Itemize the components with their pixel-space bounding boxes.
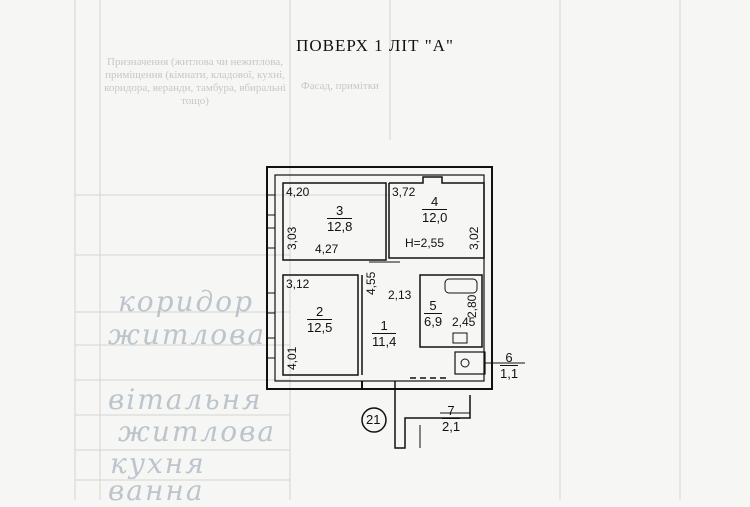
dim-room1-side: 2,13 — [388, 288, 412, 302]
handwritten-entry: вітальня — [108, 383, 263, 416]
dim-corridor-side: 4,55 — [364, 271, 378, 295]
dim-room4-side: 3,02 — [467, 226, 481, 250]
handwritten-entry: житлова — [118, 415, 277, 448]
handwritten-entry: житлова — [108, 318, 267, 351]
dim-room3-top: 4,20 — [286, 185, 310, 199]
dim-room5-bottom: 2,45 — [452, 315, 476, 329]
handwritten-entry: коридор — [118, 285, 255, 318]
plan-marker: 21 — [366, 412, 381, 427]
dim-room3-bottom: 4,27 — [315, 242, 339, 256]
dim-room2-top: 3,12 — [286, 277, 310, 291]
dim-room3-side: 3,03 — [285, 226, 299, 250]
dim-room4-top: 3,72 — [392, 185, 416, 199]
handwritten-entry: кухня — [110, 447, 206, 480]
background-column-header: Призначення (житлова чи нежитлова, примі… — [104, 56, 286, 107]
page-title: ПОВЕРХ 1 ЛІТ "А" — [296, 36, 454, 55]
dim-room2-side: 4,01 — [285, 346, 299, 370]
dim-height: H=2,55 — [405, 236, 445, 250]
background-side-header: Фасад, примітки — [301, 80, 379, 92]
